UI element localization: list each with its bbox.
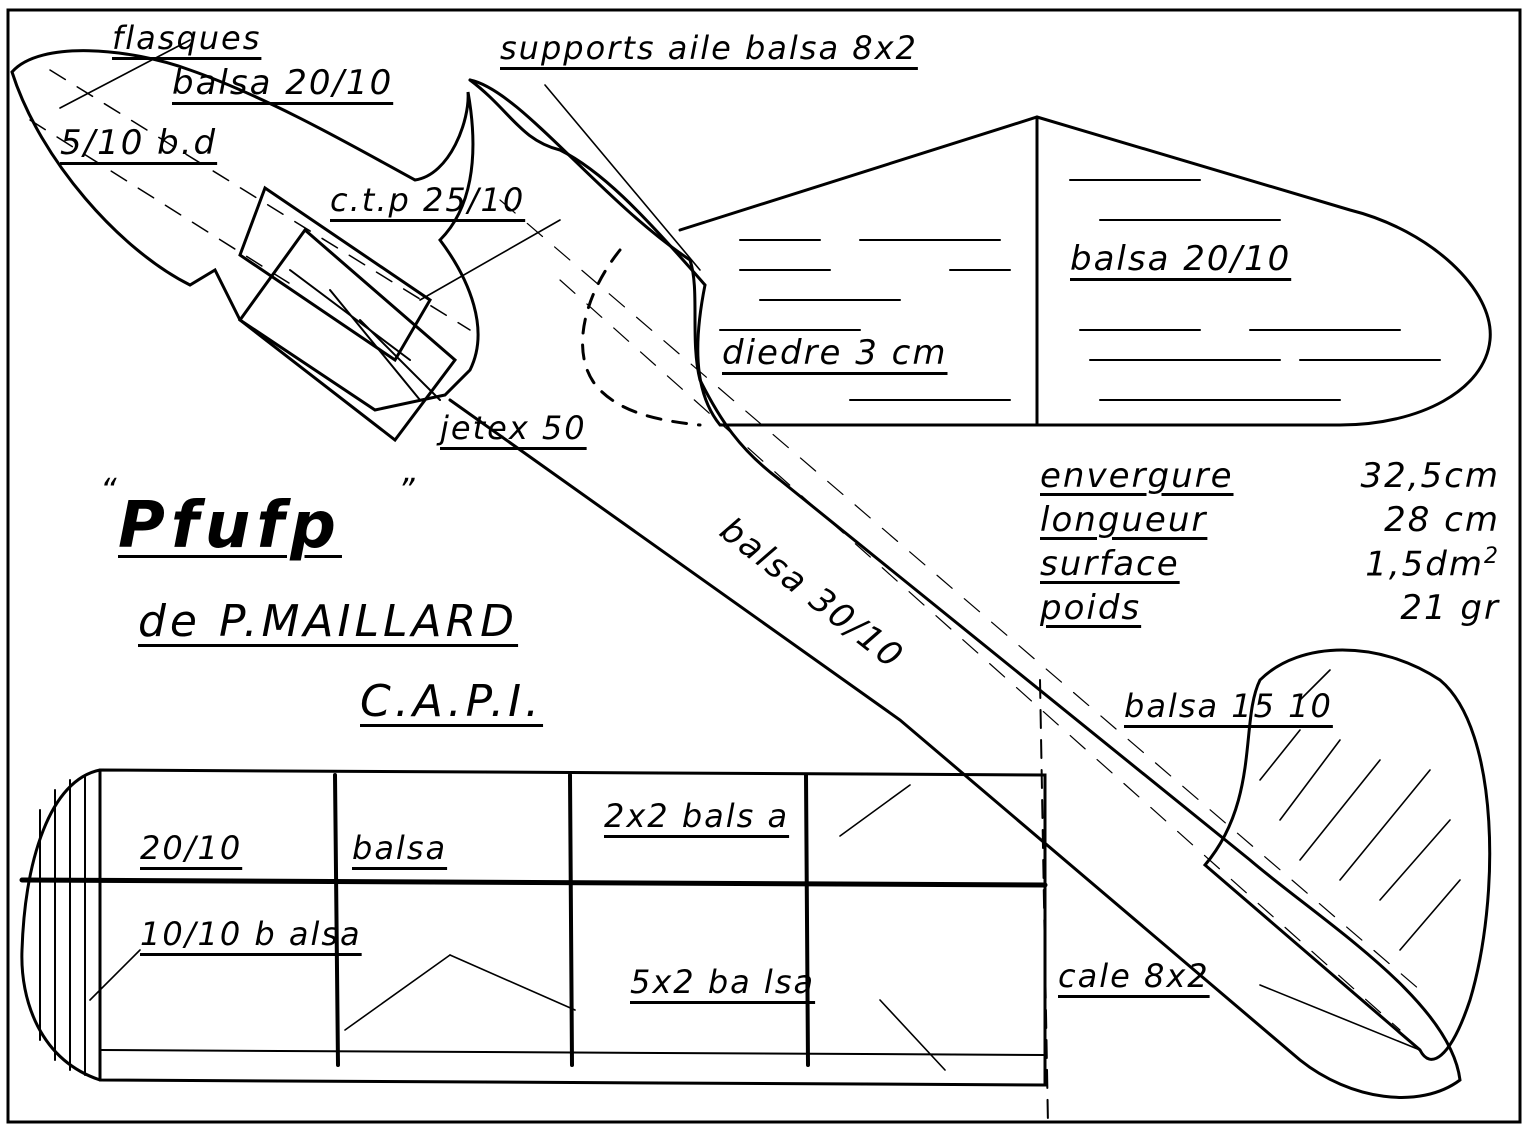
title-quote-close: ” [398,471,417,509]
fin [1202,648,1492,1061]
jetex-motor [237,185,458,443]
stab-hatching [719,179,1441,401]
spec-key: poids [1040,588,1142,628]
label-bd: 5/10 b.d [60,123,218,163]
spec-value-text: 1,5dm [1365,544,1484,584]
label-jetex: jetex 50 [440,409,587,447]
label-balsa-15-10: balsa 15 10 [1124,687,1333,725]
spec-key: surface [1040,544,1180,584]
spec-row: surface 1,5dm2 [1040,540,1500,584]
label-wing-balsa: balsa [352,829,448,867]
spec-value: 21 gr [1400,588,1500,628]
label-diedre: diedre 3 cm [722,333,948,373]
model-club: C.A.P.I. [360,676,544,727]
spec-value: 28 cm [1384,500,1500,540]
label-wing-20-10: 20/10 [140,829,243,867]
model-name: Pfufp [118,489,342,563]
label-balsa-20-10-flasques: balsa 20/10 [172,63,394,103]
spec-key: envergure [1040,456,1234,496]
label-supports-aile: supports aile balsa 8x2 [500,29,918,67]
spec-key: longueur [1040,500,1208,540]
wing-panel [19,679,1049,1126]
spec-value-exponent: 2 [1484,543,1500,569]
title-quote-open: “ [100,471,119,509]
label-wing-10-10: 10/10 b alsa [140,915,362,953]
model-author: de P.MAILLARD [138,596,519,647]
label-balsa-20-10-stab: balsa 20/10 [1070,239,1292,279]
label-ctp: c.t.p 25/10 [330,181,526,219]
spec-row: envergure 32,5cm [1040,452,1500,496]
spec-table: envergure 32,5cm longueur 28 cm surface … [1040,452,1500,628]
spec-value: 1,5dm2 [1310,544,1500,584]
label-wing-2x2: 2x2 bals a [604,797,790,835]
sheet-border [6,8,1522,1124]
nose-fairing [10,49,480,412]
spec-row: poids 21 gr [1040,584,1500,628]
label-cale: cale 8x2 [1058,957,1210,995]
label-flasques: flasques [112,19,262,57]
spec-value: 32,5cm [1360,456,1500,496]
fin-hatching [1259,669,1461,951]
label-wing-5x2: 5x2 ba lsa [630,963,816,1001]
spec-row: longueur 28 cm [1040,496,1500,540]
fuselage [448,78,1462,1099]
stabilizer [678,115,1492,427]
wing-tip-hatching [39,774,86,1076]
leader-lines [59,39,1421,1071]
